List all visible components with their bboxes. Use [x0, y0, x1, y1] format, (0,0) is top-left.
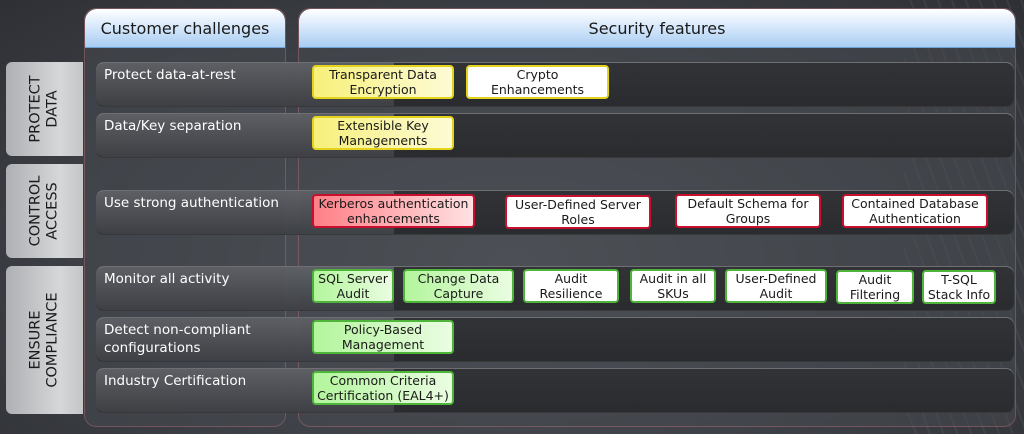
- feature-transparent-data-encryption: Transparent Data Encryption: [312, 65, 454, 99]
- feature-contained-database-authentication: Contained Database Authentication: [842, 194, 988, 228]
- features-track: [394, 369, 1014, 412]
- challenge-label: Use strong authentication: [104, 195, 279, 211]
- feature-common-criteria-certification: Common Criteria Certification (EAL4+): [312, 371, 454, 405]
- feature-change-data-capture: Change Data Capture: [403, 269, 514, 303]
- feature-user-defined-server-roles: User-Defined Server Roles: [505, 195, 651, 229]
- feature-sql-server-audit: SQL Server Audit: [312, 269, 394, 303]
- feature-user-defined-audit: User-Defined Audit: [725, 269, 827, 303]
- challenge-label: Data/Key separation: [104, 118, 242, 134]
- category-control-access: CONTROL ACCESS: [6, 164, 83, 258]
- feature-audit-filtering: Audit Filtering: [836, 270, 914, 304]
- challenge-row: Detect non-compliant configurations: [96, 317, 1014, 362]
- features-track: [394, 114, 1014, 157]
- challenge-label: Detect non-compliant configurations: [104, 322, 251, 356]
- customer-challenges-header: Customer challenges: [85, 9, 285, 48]
- category-label: CONTROL ACCESS: [27, 175, 61, 247]
- feature-default-schema-for-groups: Default Schema for Groups: [675, 194, 821, 228]
- challenge-row: Industry Certification: [96, 368, 1014, 413]
- category-label: ENSURE COMPLIANCE: [27, 292, 61, 388]
- challenge-label: Monitor all activity: [104, 271, 230, 287]
- challenge-row: Data/Key separation: [96, 113, 1014, 158]
- category-protect-data: PROTECT DATA: [6, 62, 83, 156]
- feature-extensible-key-management: Extensible Key Managements: [312, 116, 454, 150]
- customer-challenges-title: Customer challenges: [100, 18, 270, 38]
- security-features-title: Security features: [588, 18, 726, 38]
- feature-kerberos-authentication: Kerberos authentication enhancements: [312, 194, 475, 228]
- features-track: [394, 318, 1014, 361]
- category-ensure-compliance: ENSURE COMPLIANCE: [6, 266, 83, 414]
- category-label: PROTECT DATA: [27, 75, 61, 143]
- feature-crypto-enhancements: Crypto Enhancements: [466, 65, 609, 99]
- challenge-label: Protect data-at-rest: [104, 67, 236, 83]
- feature-audit-resilience: Audit Resilience: [523, 269, 619, 303]
- security-features-header: Security features: [299, 9, 1015, 48]
- feature-tsql-stack-info: T-SQL Stack Info: [922, 270, 996, 304]
- feature-policy-based-management: Policy-Based Management: [312, 320, 454, 354]
- challenge-label: Industry Certification: [104, 373, 247, 389]
- feature-audit-in-all-skus: Audit in all SKUs: [630, 269, 716, 303]
